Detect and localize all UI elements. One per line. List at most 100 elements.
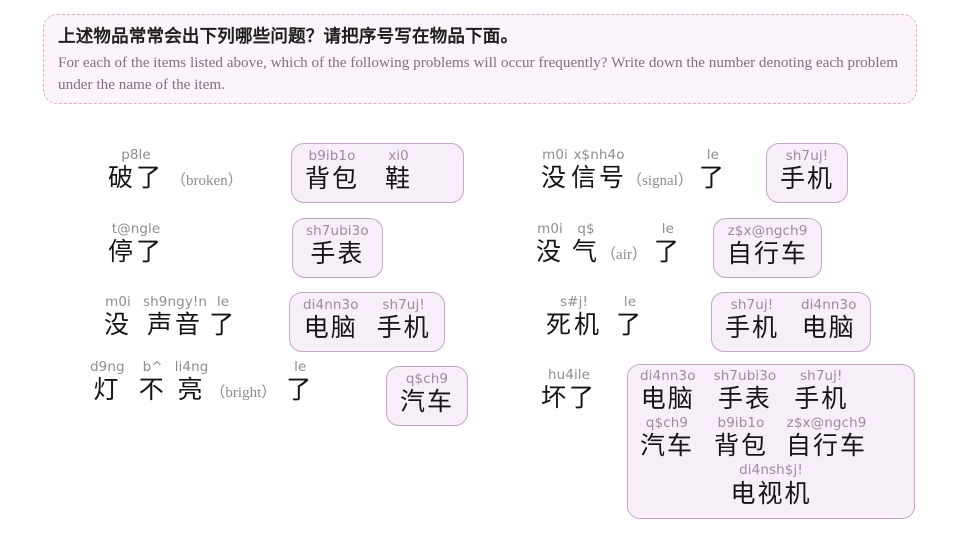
gloss-signal: （signal） xyxy=(627,173,693,190)
answer-box-shouji-top[interactable]: sh7uj! 手机 xyxy=(766,143,849,204)
answer-shoubiao[interactable]: sh7ubi3o 手表 xyxy=(714,369,777,415)
pinyin-text: m0i xyxy=(542,147,568,163)
phrase-siji: s#j! 死机 xyxy=(546,295,602,341)
pinyin-text: sh7uj! xyxy=(730,297,774,313)
answer-beibao[interactable]: b9ib1o 背包 xyxy=(714,416,768,462)
answer-line: b9ib1o 背包 xi0 鞋 xyxy=(305,149,450,195)
pinyin-text: le xyxy=(216,294,230,310)
answer-diannao[interactable]: di4nn3o 电脑 xyxy=(640,369,696,415)
phrase-liang: li4ng 亮 xyxy=(175,360,209,406)
answer-line: sh7uj! 手机 xyxy=(780,149,834,195)
problem-row-deng-bu-liang-le: d9ng 灯 b^ 不 li4ng 亮 （bright） le 了 xyxy=(90,360,314,406)
phrase-le: le 了 xyxy=(654,222,682,268)
prompt-english-text: For each of the items listed above, whic… xyxy=(58,54,899,93)
answer-shouji[interactable]: sh7uj! 手机 xyxy=(780,149,834,195)
hanzi-text: 汽车 xyxy=(400,387,455,417)
gloss-broken: （broken） xyxy=(171,173,243,190)
hanzi-text: 声音 xyxy=(147,310,204,340)
answer-line: q$ch9 汽车 xyxy=(400,372,454,418)
answer-box-qiche[interactable]: q$ch9 汽车 xyxy=(386,366,469,427)
phrase-le: le 了 xyxy=(209,295,237,341)
hanzi-text: 没 xyxy=(536,237,565,267)
hanzi-text: 手表 xyxy=(717,384,772,414)
hanzi-text: 手机 xyxy=(794,384,849,414)
hanzi-text: 亮 xyxy=(177,375,206,405)
hanzi-text: 鞋 xyxy=(385,164,413,194)
answer-box-shoubiao[interactable]: sh7ubi3o 手表 xyxy=(292,218,383,279)
problem-row-ting-le: t@ngle 停了 xyxy=(108,222,164,268)
phrase-shengyin: sh9ngy!n 声音 xyxy=(143,295,207,341)
answer-diannao[interactable]: di4nn3o 电脑 xyxy=(303,298,359,344)
hanzi-text: 手机 xyxy=(376,313,431,343)
hanzi-text: 自行车 xyxy=(786,431,868,461)
phrase-po-le: p8le 破了 xyxy=(108,148,164,194)
answer-shouji[interactable]: sh7uj! 手机 xyxy=(725,298,779,344)
pinyin-text: b^ xyxy=(142,359,163,375)
pinyin-text: le xyxy=(294,359,307,375)
hanzi-text: 手机 xyxy=(725,313,780,343)
answer-box-shouji-diannao[interactable]: sh7uj! 手机 di4nn3o 电脑 xyxy=(711,292,871,353)
answer-box-zixingche[interactable]: z$x@ngch9 自行车 xyxy=(713,218,823,279)
hanzi-text: 电脑 xyxy=(640,384,695,414)
pinyin-text: d9ng xyxy=(90,359,125,375)
pinyin-text: di4nn3o xyxy=(801,297,857,313)
phrase-mei: m0i 没 xyxy=(104,295,132,341)
pinyin-text: sh7ubi3o xyxy=(306,223,369,239)
pinyin-text: di4nn3o xyxy=(303,297,359,313)
hanzi-text: 电脑 xyxy=(801,313,856,343)
pinyin-text: hu4ile xyxy=(547,367,591,383)
answer-zixingche[interactable]: z$x@ngch9 自行车 xyxy=(786,416,867,462)
pinyin-text: z$x@ngch9 xyxy=(727,223,808,239)
hanzi-text: 手表 xyxy=(310,239,365,269)
problem-row-mei-xinhao-le: m0i 没 x$nh4o 信号 （signal） le 了 xyxy=(541,148,727,194)
answer-zixingche[interactable]: z$x@ngch9 自行车 xyxy=(727,224,808,270)
gloss-bright: （bright） xyxy=(210,385,277,402)
answer-shouji[interactable]: sh7uj! 手机 xyxy=(377,298,431,344)
pinyin-text: sh7uj! xyxy=(382,297,425,313)
pinyin-text: z$x@ngch9 xyxy=(786,415,867,432)
problem-row-siji-le: s#j! 死机 le 了 xyxy=(546,295,644,341)
answer-beibao[interactable]: b9ib1o 背包 xyxy=(305,149,359,195)
answer-qiche[interactable]: q$ch9 汽车 xyxy=(400,372,454,418)
answer-line: q$ch9 汽车 b9ib1o 背包 z$x@ngch9 自行车 xyxy=(640,416,902,462)
hanzi-text: 没 xyxy=(541,163,570,193)
answer-line: sh7ubi3o 手表 xyxy=(306,224,369,270)
answer-box-beibao-xie[interactable]: b9ib1o 背包 xi0 鞋 xyxy=(291,143,464,204)
phrase-mei: m0i 没 xyxy=(541,148,569,194)
hanzi-text: 电视机 xyxy=(730,478,812,508)
answer-line: z$x@ngch9 自行车 xyxy=(727,224,808,270)
hanzi-text: 了 xyxy=(209,310,238,340)
pinyin-text: sh7ubi3o xyxy=(713,368,777,384)
prompt-box: 上述物品常常会出下列哪些问题？请把序号写在物品下面。 For each of t… xyxy=(43,14,917,104)
answer-box-huaile-group[interactable]: di4nn3o 电脑 sh7ubi3o 手表 sh7uj! 手机 q$ch9 汽… xyxy=(627,364,915,519)
pinyin-text: di4nn3o xyxy=(640,368,696,384)
hanzi-text: 灯 xyxy=(93,375,122,405)
answer-qiche[interactable]: q$ch9 汽车 xyxy=(640,416,694,462)
hanzi-text: 自行车 xyxy=(727,239,809,269)
answer-line: sh7uj! 手机 di4nn3o 电脑 xyxy=(725,298,857,344)
answer-diannao[interactable]: di4nn3o 电脑 xyxy=(801,298,857,344)
hanzi-text: 不 xyxy=(138,375,167,405)
pinyin-text: b9ib1o xyxy=(308,148,356,164)
problem-row-huaile: hu4ile 坏了 xyxy=(541,368,597,414)
answer-dianshiji[interactable]: di4nsh$j! 电视机 xyxy=(730,463,811,509)
answer-shoubiao[interactable]: sh7ubi3o 手表 xyxy=(306,224,369,270)
hanzi-text: 背包 xyxy=(714,431,769,461)
pinyin-text: le xyxy=(706,147,720,163)
pinyin-text: di4nsh$j! xyxy=(739,462,803,479)
pinyin-text: xi0 xyxy=(388,148,409,164)
pinyin-text: b9ib1o xyxy=(717,415,765,432)
answer-box-diannao-shouji[interactable]: di4nn3o 电脑 sh7uj! 手机 xyxy=(289,292,445,353)
phrase-deng: d9ng 灯 xyxy=(90,360,125,406)
pinyin-text: sh7uj! xyxy=(800,368,843,384)
pinyin-text: q$ xyxy=(577,221,595,237)
pinyin-text: m0i xyxy=(537,221,563,237)
prompt-chinese-text: 上述物品常常会出下列哪些问题？请把序号写在物品下面。 xyxy=(58,27,519,47)
answer-shouji[interactable]: sh7uj! 手机 xyxy=(794,369,848,415)
answer-line: di4nn3o 电脑 sh7uj! 手机 xyxy=(303,298,431,344)
answer-xie[interactable]: xi0 鞋 xyxy=(385,149,412,195)
pinyin-text: li4ng xyxy=(174,359,209,375)
answer-line: di4nn3o 电脑 sh7ubi3o 手表 sh7uj! 手机 xyxy=(640,369,902,415)
hanzi-text: 手机 xyxy=(780,164,835,194)
pinyin-text: le xyxy=(661,221,674,237)
